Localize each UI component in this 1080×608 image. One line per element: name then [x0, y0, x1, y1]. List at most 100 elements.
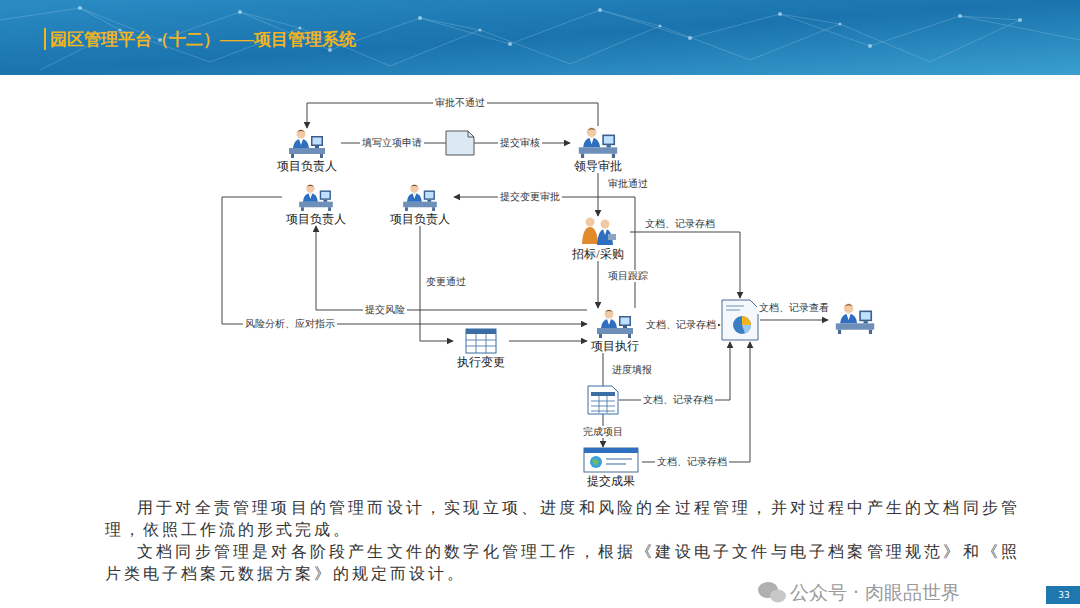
flow-connector [509, 341, 587, 342]
svg-shape [778, 12, 782, 16]
actor-node: 项目执行 [587, 308, 643, 353]
node-label: 执行变更 [453, 355, 509, 369]
flow-connector [222, 197, 587, 324]
node-label: 提交成果 [580, 474, 642, 488]
flow-note: 完成项目 [581, 426, 625, 438]
archive-icon [722, 300, 758, 340]
edge-label: 提交风险 [363, 304, 407, 316]
leader-icon [579, 128, 617, 158]
actor-node: 领导审批 [570, 126, 626, 173]
person-icon [299, 184, 333, 211]
svg-shape [588, 386, 618, 414]
browser-icon [584, 448, 638, 472]
archive-wire [642, 342, 750, 462]
svg-shape [606, 458, 632, 460]
node-label: 招标/采购 [568, 247, 627, 261]
flow-note: 文档、记录存档 [655, 456, 729, 468]
flow-connector [316, 226, 587, 310]
svg-shape [584, 448, 638, 453]
node-label: 项目负责人 [273, 159, 341, 173]
svg-shape [479, 29, 482, 32]
svg-shape [722, 300, 758, 340]
svg-shape [0, 8, 1080, 50]
archive-wires [619, 232, 828, 462]
flow-connector [454, 197, 635, 308]
title-bar [44, 28, 46, 50]
svg-shape [592, 459, 599, 465]
flow-connector [598, 261, 599, 308]
svg-shape [606, 463, 626, 465]
caption-text: 用于对全责管理项目的管理而设计，实现立项、进度和风险的全过程管理，并对过程中产生… [105, 497, 1020, 541]
svg-shape [742, 316, 751, 325]
svg-shape [770, 590, 786, 603]
svg-shape [299, 27, 302, 30]
page-title: 园区管理平台（十二）——项目管理系统 [50, 28, 356, 51]
execution-icon [597, 310, 633, 339]
body-paragraph: 文档同步管理是对各阶段产生文件的数字化管理工作，根据《建设电子文件与电子档案管理… [105, 541, 1020, 585]
flow-note: 提交审核 [498, 137, 542, 149]
actor-node: 执行变更 [453, 328, 509, 369]
edge-label: 项目跟踪 [606, 270, 650, 282]
person-icon [403, 184, 437, 211]
edge-label: 进度填报 [610, 364, 654, 376]
edge-label: 提交变更审批 [498, 191, 562, 203]
svg-shape [466, 329, 496, 334]
svg-shape [418, 16, 422, 20]
svg-shape [659, 25, 662, 28]
svg-shape [238, 10, 242, 14]
svg-shape [584, 448, 638, 472]
svg-shape [468, 131, 474, 137]
svg-shape [868, 44, 872, 48]
actor-node: 项目负责人 [386, 183, 454, 226]
viewer-icon [836, 304, 874, 334]
edge-label: 风险分析、应对指示 [243, 318, 337, 330]
svg-shape [733, 316, 751, 334]
view-wire [760, 320, 828, 321]
flow-note: 文档、记录存档 [641, 394, 715, 406]
actor-node: 项目负责人 [282, 183, 350, 226]
svg-shape [466, 329, 496, 353]
header-ground [0, 0, 1080, 75]
svg-shape [742, 325, 751, 334]
edge-label: 审批通过 [606, 178, 650, 190]
actor-node: 提交成果 [580, 447, 642, 488]
svg-shape [591, 392, 615, 396]
edge-label: 变更通过 [424, 276, 468, 288]
bidding-icon [582, 218, 616, 246]
page-number: 33 [1050, 588, 1078, 602]
edge-label: 填写立项申请 [360, 137, 424, 149]
svg-shape [78, 6, 82, 10]
node-label: 项目执行 [587, 339, 643, 353]
archive-wire [630, 232, 740, 298]
form-icon [446, 131, 474, 155]
node-label: 项目负责人 [386, 212, 454, 226]
node-label: 领导审批 [570, 159, 626, 173]
svg-shape [839, 23, 842, 26]
svg-shape [598, 8, 602, 12]
page-number-tab [1046, 586, 1080, 604]
watermark: 公众号 · 肉眼品世界 [790, 580, 960, 606]
svg-shape [40, 20, 1020, 70]
svg-shape [726, 306, 744, 310]
svg-shape [688, 36, 692, 40]
flow-connector [598, 173, 599, 216]
flow-note: 文档、记录查看 [757, 302, 831, 314]
edge-label: 审批不通过 [433, 97, 487, 109]
actor-node: 招标/采购 [568, 216, 627, 261]
flow-note: 文档、记录存档 [643, 218, 717, 230]
node-label: 项目负责人 [282, 212, 350, 226]
wechat-icon [758, 582, 786, 603]
person-icon [289, 130, 325, 159]
flow-note: 文档、记录存档 [644, 319, 718, 331]
table-icon [466, 329, 496, 353]
svg-shape [591, 396, 615, 413]
actor-node: 项目负责人 [273, 128, 341, 173]
svg-shape [508, 42, 512, 46]
svg-shape [590, 456, 602, 468]
svg-shape [466, 334, 496, 353]
svg-shape [446, 131, 474, 155]
